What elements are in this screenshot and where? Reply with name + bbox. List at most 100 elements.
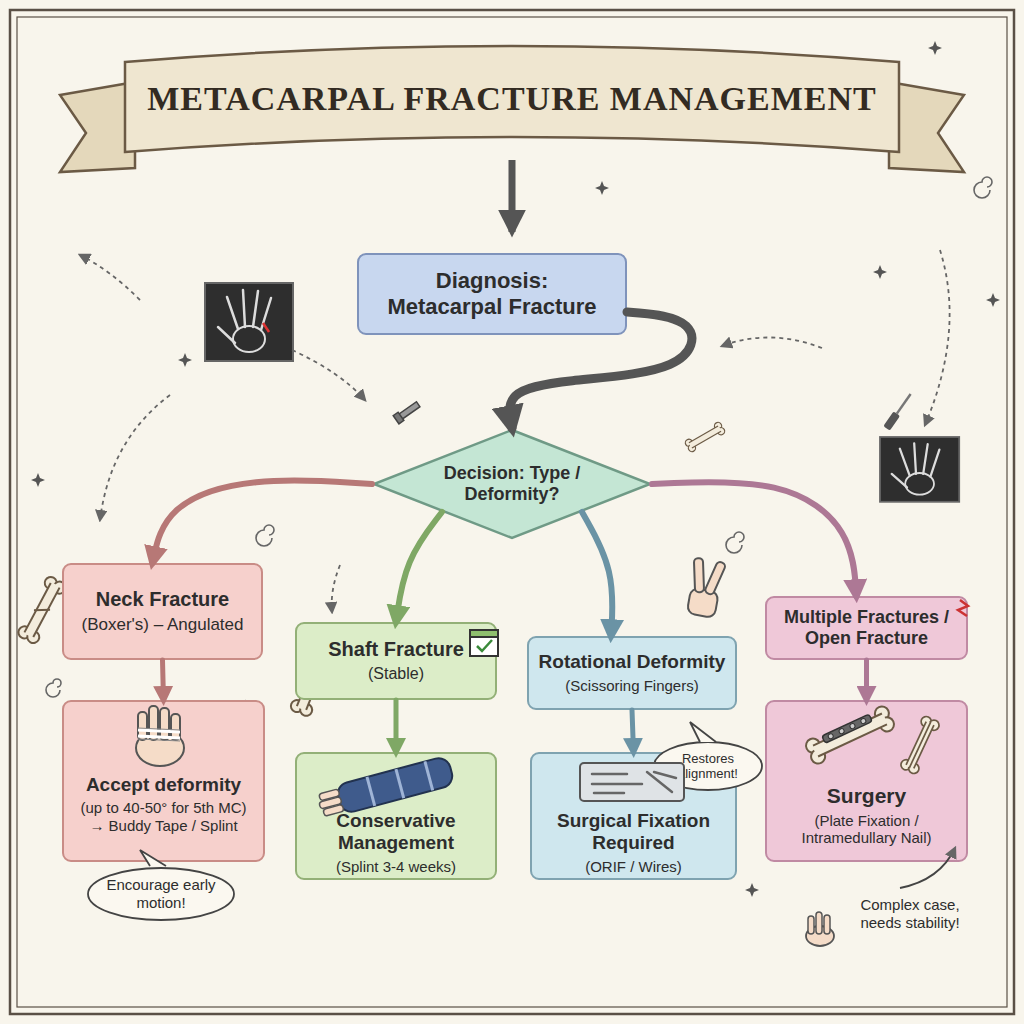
dashed-arrow <box>925 250 950 425</box>
xray-image <box>930 450 939 477</box>
bandaged-hand-icon <box>136 706 184 766</box>
xray-image <box>218 290 271 343</box>
calendar-icon <box>470 630 498 656</box>
xray-image <box>218 327 235 343</box>
node-body: (ORIF / Wires) <box>585 858 682 876</box>
bandaged-hand-icon <box>138 736 180 738</box>
bone-icon <box>24 582 60 638</box>
plate-fixation-icon <box>822 714 873 743</box>
node-body: (Scissoring Fingers) <box>565 677 698 695</box>
crossed-fingers-icon <box>684 557 726 619</box>
callout-note: Complex case, needs stability! <box>845 896 975 932</box>
treatment-box: Accept deformity(up to 40-50° for 5th MC… <box>62 700 265 862</box>
node-body: (up to 40-50° for 5th MC) → Buddy Tape /… <box>74 799 254 834</box>
xray-image <box>205 283 293 361</box>
instrument-tray-icon <box>592 772 676 793</box>
xray-image <box>253 291 258 327</box>
xray-image <box>880 437 959 502</box>
bone-icon <box>289 698 305 714</box>
bandaged-hand-icon <box>806 926 834 946</box>
title-banner <box>125 46 899 152</box>
screw-icon <box>393 412 404 424</box>
plate-fixation-icon <box>809 747 828 766</box>
treatment-box: Conservative Management(Splint 3-4 weeks… <box>295 752 497 880</box>
bone-icon <box>16 624 32 640</box>
bandaged-hand-icon <box>806 912 834 946</box>
bone-icon <box>25 629 41 645</box>
bandaged-hand-icon <box>138 739 180 741</box>
dashed-arrow <box>292 350 365 400</box>
node-heading: Decision: Type / Deformity? <box>430 463 595 505</box>
spiral-doodle <box>46 679 61 697</box>
category-box: Multiple Fractures / Open Fracture <box>765 596 968 660</box>
bubble-tail <box>690 722 716 742</box>
speech-bubble: Encourage early motion! <box>86 866 236 922</box>
category-box: Rotational Deformity(Scissoring Fingers) <box>527 636 737 710</box>
node-heading: Surgical Fixation Required <box>549 810 719 855</box>
flow-arrow <box>582 512 612 636</box>
screwdriver-icon <box>883 392 914 431</box>
instrument-tray-icon <box>592 773 627 776</box>
title-banner <box>889 82 964 172</box>
dashed-arrow <box>80 255 140 300</box>
flow-arrow <box>652 482 856 596</box>
bandaged-hand-icon <box>138 728 180 741</box>
bandaged-hand-icon <box>138 706 180 740</box>
flow-arrow <box>864 660 869 700</box>
xray-image <box>233 326 265 352</box>
instrument-tray-icon <box>592 783 642 786</box>
xray-image <box>900 449 910 476</box>
bone-icon <box>692 431 721 448</box>
node-body: (Plate Fixation / Intramedullary Nail) <box>774 812 959 847</box>
nail-fixation-icon <box>909 722 931 768</box>
node-heading: Shaft Fracture <box>328 638 464 662</box>
xray-image <box>914 443 916 474</box>
plate-fixation-icon <box>804 704 897 766</box>
page-border <box>17 17 1007 1007</box>
bone-icon <box>16 575 67 645</box>
flow-arrow <box>152 480 372 563</box>
wrist-splint-icon <box>367 761 433 806</box>
node-heading: Multiple Fractures / Open Fracture <box>772 607 962 649</box>
speech-bubble-outline <box>654 742 762 790</box>
nail-fixation-icon <box>914 725 934 768</box>
bone-icon <box>298 702 314 718</box>
nail-fixation-icon <box>927 718 941 732</box>
process-box: Diagnosis: Metacarpal Fracture <box>357 253 627 335</box>
xray-image <box>923 444 928 474</box>
plate-fixation-icon <box>878 715 897 734</box>
xray-image <box>263 323 269 332</box>
bone-icon <box>34 603 50 617</box>
star-doodle <box>928 41 942 55</box>
bubble-tail <box>140 850 166 866</box>
node-body: (Stable) <box>368 665 424 684</box>
star-doodle <box>31 41 1000 897</box>
dashed-arrow <box>100 395 170 520</box>
plate-fixation-icon <box>804 704 897 766</box>
xray-image <box>243 290 245 327</box>
nail-fixation-icon <box>899 715 940 775</box>
instrument-tray-icon <box>594 792 624 795</box>
bandaged-hand-icon <box>136 730 184 766</box>
page-border <box>10 10 1014 1014</box>
category-box: Neck Fracture(Boxer's) – Angulated <box>62 563 263 660</box>
bone-icon <box>688 426 721 449</box>
xray-image <box>905 473 934 495</box>
plate-fixation-icon <box>838 728 845 735</box>
bone-icon <box>687 443 697 453</box>
wrist-splint-icon <box>367 777 375 806</box>
wrist-splint-icon <box>319 797 342 809</box>
star-doodle <box>745 883 759 897</box>
star-doodle <box>986 293 1000 307</box>
wrist-splint-icon <box>319 789 340 801</box>
plate-fixation-icon <box>827 718 866 740</box>
flow-arrow <box>396 512 442 622</box>
bandaged-hand-icon <box>138 712 147 740</box>
category-box: Shaft Fracture (Stable) <box>295 622 497 700</box>
bone-icon <box>689 426 718 443</box>
calendar-icon <box>470 630 498 637</box>
wound-mark <box>958 600 968 616</box>
bone-icon <box>684 421 726 453</box>
